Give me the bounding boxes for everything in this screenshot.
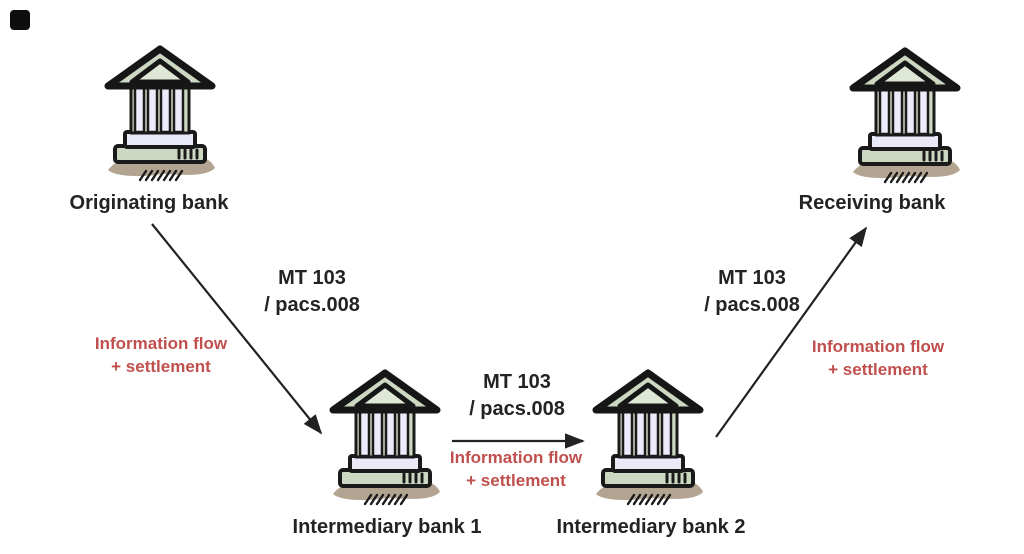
node-receiving-bank bbox=[845, 46, 965, 191]
node-label-intermediary-bank-2: Intermediary bank 2 bbox=[556, 516, 746, 538]
message-label-edge1: MT 103 / pacs.008 bbox=[264, 265, 360, 319]
message-line1: MT 103 bbox=[483, 371, 551, 393]
message-line1: MT 103 bbox=[278, 267, 346, 289]
node-label-receiving-bank: Receiving bank bbox=[798, 192, 946, 214]
node-intermediary-bank-1 bbox=[325, 368, 445, 513]
bank-icon bbox=[845, 46, 965, 191]
flow-line2: + settlement bbox=[466, 471, 566, 490]
node-label-originating-bank: Originating bank bbox=[69, 192, 229, 214]
flow-line1: Information flow bbox=[94, 334, 228, 353]
bank-icon bbox=[100, 44, 220, 189]
flow-line1: Information flow bbox=[811, 337, 945, 356]
message-line2: / pacs.008 bbox=[704, 294, 800, 316]
flow-line1: Information flow bbox=[449, 448, 583, 467]
flow-line2: + settlement bbox=[111, 357, 211, 376]
message-label-edge2: MT 103 / pacs.008 bbox=[469, 369, 565, 423]
message-line2: / pacs.008 bbox=[469, 398, 565, 420]
flow-label-edge2: Information flow + settlement bbox=[450, 446, 582, 492]
message-line2: / pacs.008 bbox=[264, 294, 360, 316]
flow-line2: + settlement bbox=[828, 360, 928, 379]
flow-label-edge3: Information flow + settlement bbox=[812, 335, 944, 381]
message-label-edge3: MT 103 / pacs.008 bbox=[704, 265, 800, 319]
arrow-originating-to-intermediary1 bbox=[151, 223, 323, 435]
node-label-intermediary-bank-1: Intermediary bank 1 bbox=[292, 516, 482, 538]
flow-label-edge1: Information flow + settlement bbox=[95, 332, 227, 378]
message-line1: MT 103 bbox=[718, 267, 786, 289]
node-originating-bank bbox=[100, 44, 220, 189]
bank-icon bbox=[325, 368, 445, 513]
corner-marker bbox=[10, 10, 30, 30]
node-intermediary-bank-2 bbox=[588, 368, 708, 513]
bank-icon bbox=[588, 368, 708, 513]
arrow-intermediary2-to-receiving bbox=[715, 226, 868, 438]
